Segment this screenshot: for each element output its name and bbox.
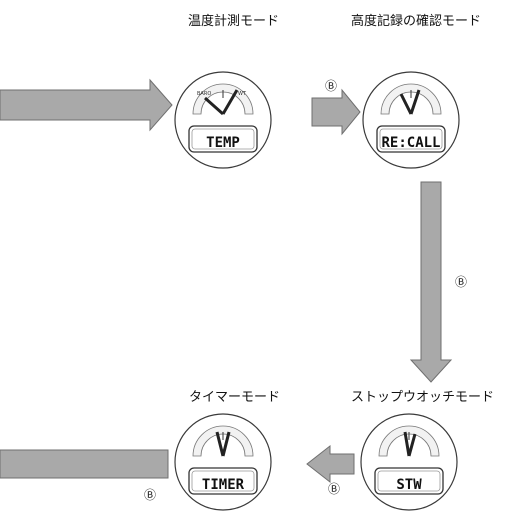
button-b-label: Ⓑ — [325, 79, 338, 93]
button-b-label: Ⓑ — [144, 488, 157, 502]
arrow-temp-to-recall — [311, 88, 361, 136]
dial-label-baro: BARO — [197, 91, 211, 97]
mode-title-recall: 高度記録の確認モード — [351, 14, 482, 29]
arrow-recall-to-stw — [409, 181, 453, 383]
mode-title-stw: ストップウオッチモード — [351, 390, 495, 405]
arrow-timer-out — [0, 449, 169, 479]
button-b-label: Ⓑ — [455, 275, 468, 289]
watch-stw — [360, 413, 458, 511]
display-temp: TEMP — [206, 135, 240, 151]
watch-timer — [174, 413, 272, 511]
dial-label-wt: WT — [238, 91, 247, 97]
display-timer: TIMER — [202, 477, 245, 493]
button-b-label: Ⓑ — [328, 482, 341, 496]
watch-recall — [362, 71, 460, 169]
arrow-into-temp — [0, 78, 173, 132]
display-stw: STW — [396, 477, 422, 493]
mode-title-temp: 温度計測モード — [188, 14, 280, 29]
display-recall: RE:CALL — [381, 135, 440, 151]
watch-temp — [174, 71, 272, 169]
mode-title-timer: タイマーモード — [189, 390, 281, 405]
arrow-stw-to-timer — [306, 444, 355, 484]
